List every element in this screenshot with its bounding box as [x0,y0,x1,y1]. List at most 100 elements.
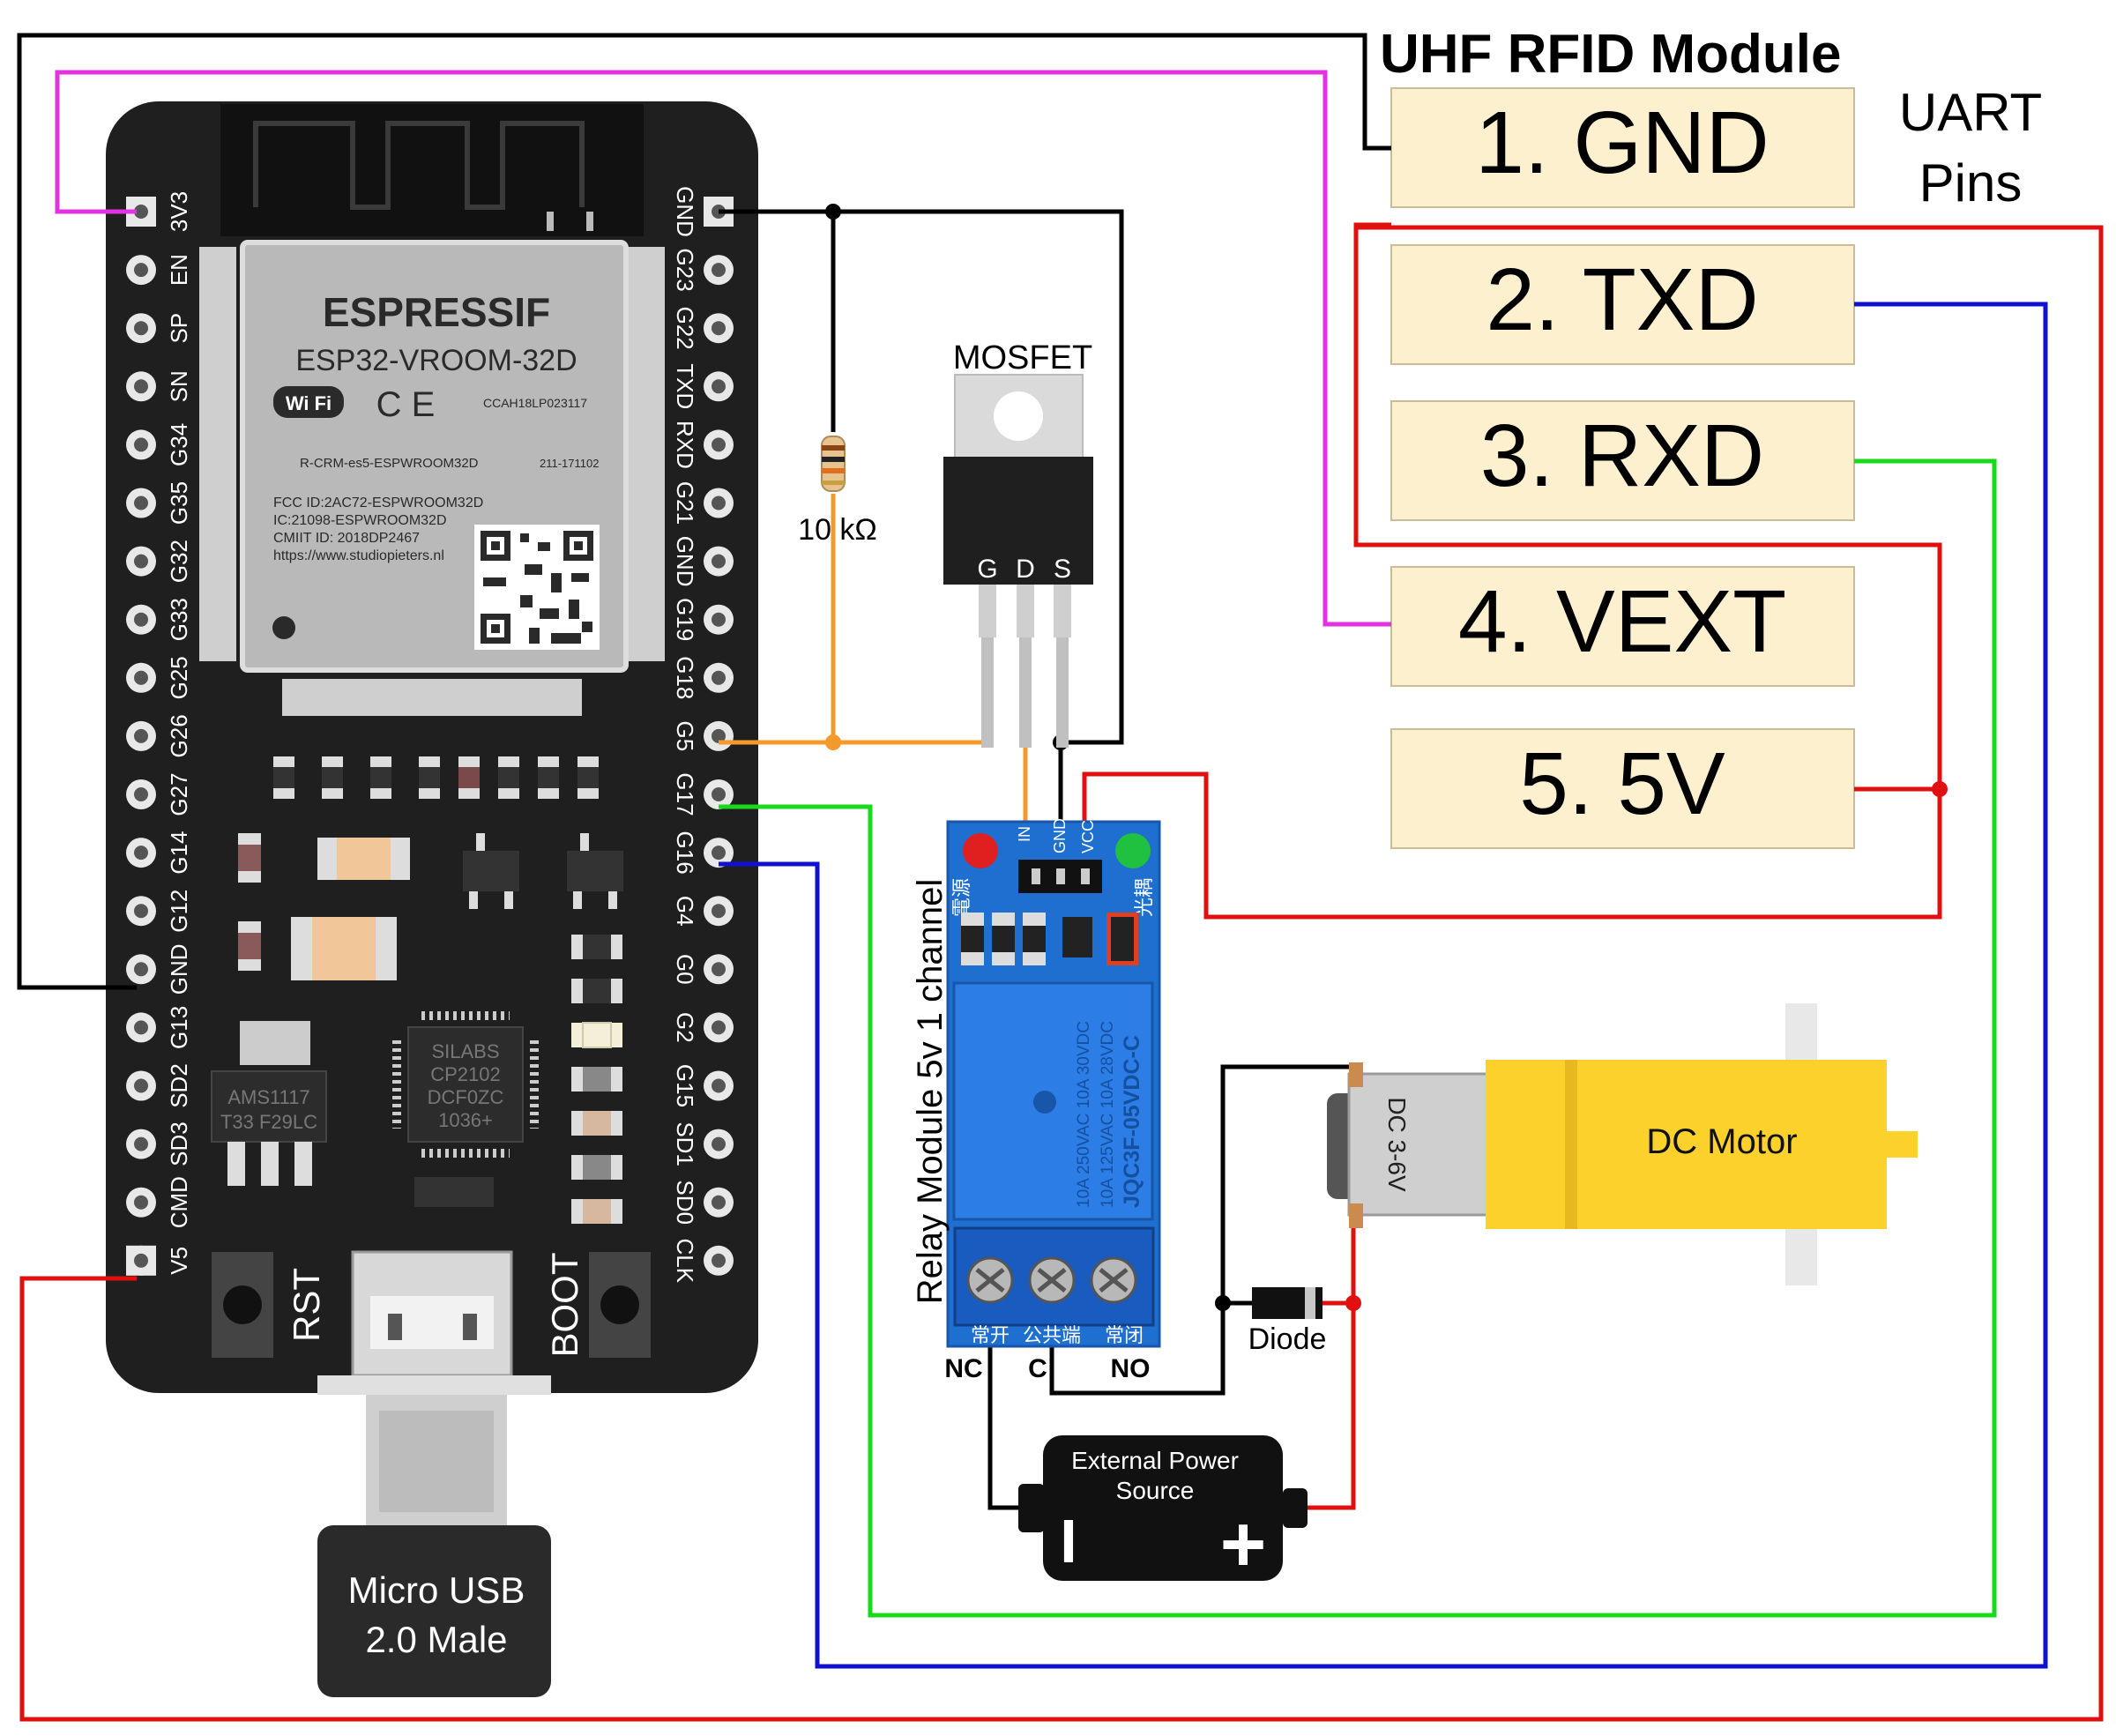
relay-model: JQC3F-05VDC-C [1120,1035,1144,1208]
pin-hole [134,1253,148,1268]
rfid-pin-label: 2. TXD [1486,250,1758,349]
right-pin-label: G16 [672,831,698,875]
left-pin-label: G25 [166,656,192,699]
wire-rxd [719,458,1997,1618]
smd-components [238,756,623,1224]
boot-label: BOOT [544,1252,585,1357]
left-pin-label: EN [166,254,192,286]
pin-hole [712,495,726,510]
right-pin-label: G5 [672,721,698,752]
ccah-code: CCAH18LP023117 [483,396,587,410]
mosfet-title: MOSFET [953,339,1092,376]
relay-side-label: Relay Module 5v 1 channel [911,879,950,1305]
left-pin-label: G12 [166,890,192,933]
usb-chip-line1: SILABS [431,1040,499,1062]
wifi-badge: Wi Fi [286,392,332,414]
power-led [963,833,998,868]
esp32-board: ESPRESSIF ESP32-VROOM-32D Wi Fi C E CCAH… [106,101,758,1395]
pin-hole [712,728,726,743]
relay-cn-power: 電源 [950,878,972,917]
boot-button[interactable] [589,1252,651,1358]
rcrm-code: R-CRM-es5-ESPWROOM32D [300,456,479,471]
rfid-pin-2: 2. TXD [1390,244,1855,365]
diode-label: Diode [1248,1322,1327,1356]
right-pin-label: G18 [672,656,698,699]
pin-hole [134,962,148,977]
rfid-pin-3: 3. RXD [1390,400,1855,521]
rst-label: RST [286,1268,327,1342]
pin-hole [134,321,148,336]
ce-mark: C E [376,385,436,424]
right-pin-label: G15 [672,1064,698,1107]
pin-hole [134,1020,148,1035]
pin-hole [134,846,148,861]
right-pin-label: SD0 [672,1180,698,1225]
battery-minus-icon: I [1060,1507,1077,1576]
left-pin-label: 3V3 [166,191,192,232]
pin-hole [134,554,148,569]
mosfet-pin-g: G [977,555,997,584]
right-pin-label: SD1 [672,1121,698,1166]
status-led [1115,833,1151,868]
pin-hole [134,437,148,452]
r-code: 211-171102 [540,457,599,470]
right-pin-label: GND [672,536,698,587]
esp32-left-pin-header: 3V3ENSPSNG34G35G32G33G25G26G27G14G12GNDG… [126,191,192,1276]
wires [17,33,2104,1722]
left-pin-label: G34 [166,423,192,466]
pin-hole [712,1195,726,1210]
usb-chip-line3: DCF0ZC [428,1086,504,1108]
relay-body [952,981,1154,1221]
right-pin-label: RXD [672,421,698,469]
pin-hole [134,670,148,685]
left-pin-label: SN [166,370,192,402]
website: https://www.studiopieters.nl [273,548,444,563]
pin-hole [712,1253,726,1268]
resistor-10k [821,436,846,492]
terminal-screw-icon [1028,1256,1076,1304]
left-pin-label: G13 [166,1006,192,1049]
wire-txd [719,302,2048,1669]
rst-button[interactable] [212,1252,273,1358]
relay-module: IN GND VCC 電源 光耦 10A 250VAC 10A 30VDC 10… [946,818,1161,1348]
pin-hole [712,379,726,394]
uart-label-line2: Pins [1919,153,2023,212]
wire-5v-v5 [1082,771,1942,920]
fcc-id: FCC ID:2AC72-ESPWROOM32D [273,495,483,510]
regulator-line1: AMS1117 [227,1086,309,1108]
module-model: ESP32-VROOM-32D [295,344,577,377]
pin-hole [134,263,148,278]
esp32-right-pin-header: GNDG23G22TXDRXDG21GNDG19G18G5G17G16G4G0G… [672,186,734,1284]
usb-line2: 2.0 Male [365,1619,507,1660]
pin-hole [712,321,726,336]
external-power-source: External Power Source I + [1018,1435,1308,1589]
left-pin-label: G26 [166,714,192,757]
pin-hole [712,1078,726,1093]
pin-hole [712,1136,726,1151]
right-pin-label: G22 [672,307,698,350]
pin-hole [712,904,726,919]
regulator-line2: T33 F29LC [220,1111,317,1133]
left-pin-label: G27 [166,772,192,816]
pin-hole [712,787,726,801]
pin-hole [134,612,148,627]
left-pin-label: G32 [166,540,192,583]
rfid-pin-label: 5. 5V [1519,734,1725,833]
pin-hole [134,379,148,394]
wire-v5-outer [19,225,2104,1722]
resistor-label: 10 kΩ [798,513,877,547]
rfid-title: UHF RFID Module [1380,24,1842,85]
battery-plus-icon: + [1220,1501,1267,1589]
battery-line1: External Power [1071,1447,1239,1474]
qr-code-icon [474,525,600,650]
wire-gnd-source [719,209,1124,745]
right-pin-label: G21 [672,481,698,525]
wire-vext-3v3 [55,70,1391,627]
voltage-regulator: AMS1117 T33 F29LC [211,1070,327,1186]
dc-motor: DC 3-6V DC Motor [1327,1003,1918,1285]
right-pin-label: G17 [672,772,698,816]
rfid-pin-label: 1. GND [1475,93,1769,192]
left-pin-label: SP [166,313,192,344]
rfid-pin-1: 1. GND [1390,87,1855,208]
